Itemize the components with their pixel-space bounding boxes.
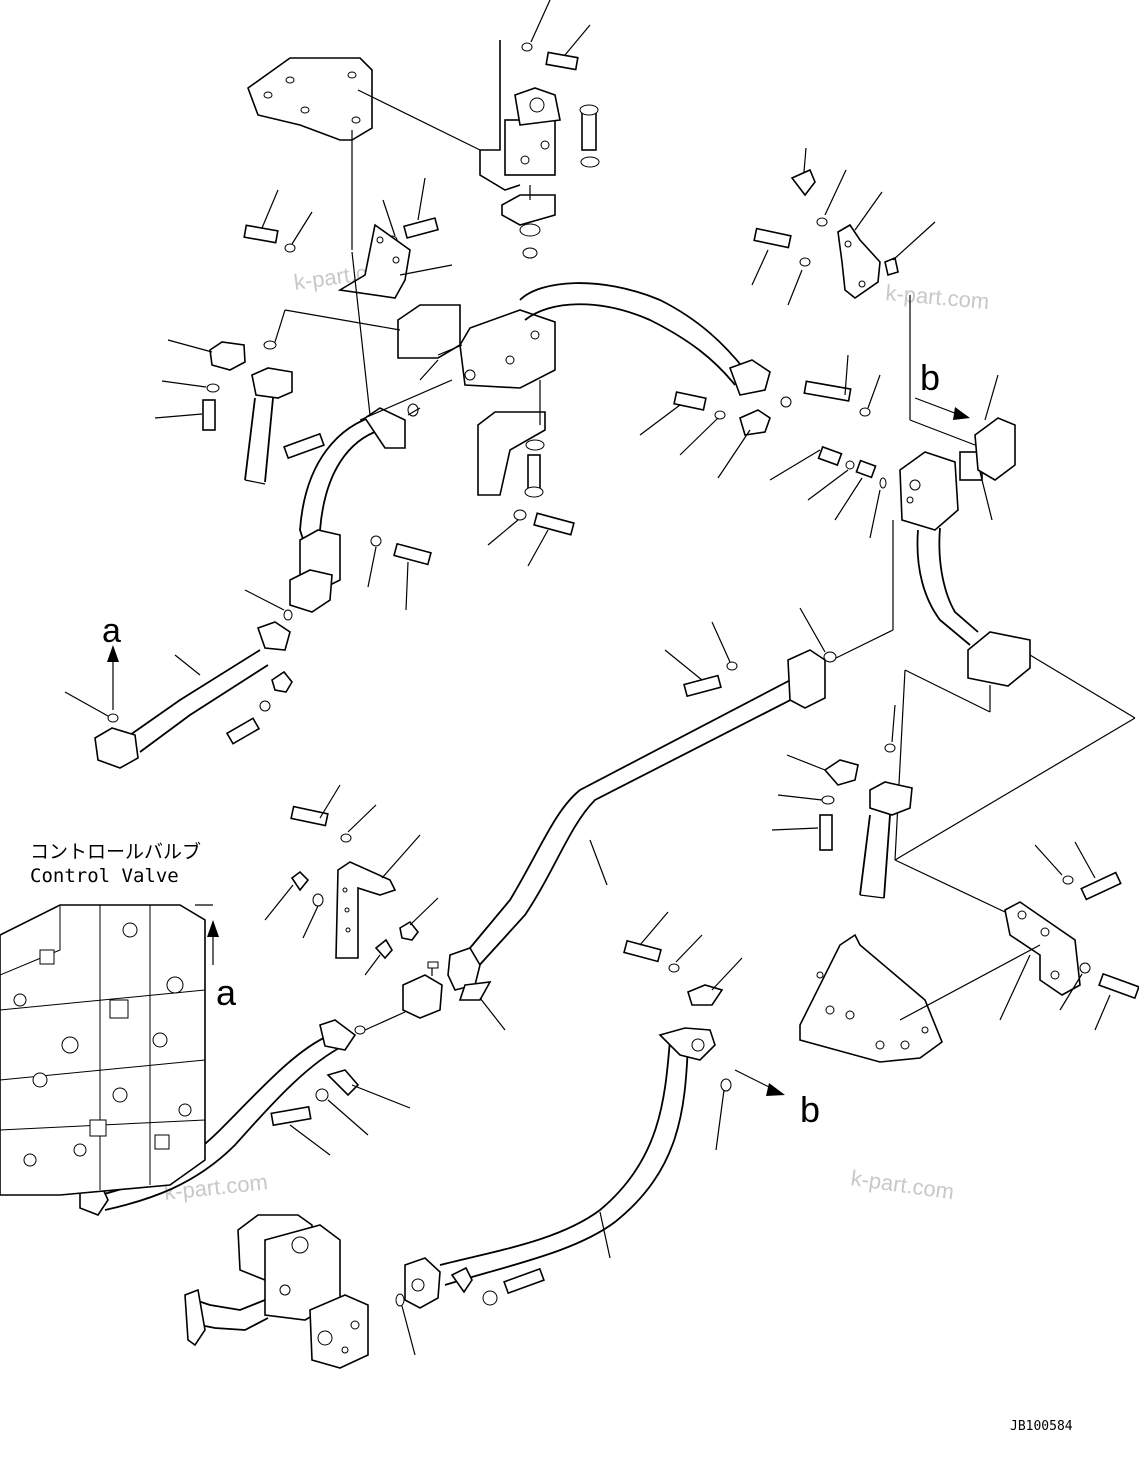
- long-center-pipe: [459, 520, 894, 971]
- right-manifold: [769, 295, 1016, 539]
- pipe-clamp: [354, 947, 506, 1035]
- manifold-support-bracket: [477, 380, 546, 498]
- upper-valve-block: [479, 40, 561, 237]
- ref-arrow-b-top: b: [914, 357, 970, 420]
- clip-bracket-left: [337, 223, 453, 299]
- upper-hose-right: [519, 282, 771, 396]
- upper-left-bracket: [247, 57, 481, 250]
- watermark-top-right: k-part.com: [885, 280, 991, 314]
- oring-b: [522, 247, 538, 259]
- oring-a: [263, 340, 277, 350]
- mid-left-hose-loop: [244, 251, 453, 621]
- watermark-bottom-right: k-part.com: [849, 1165, 955, 1204]
- right-descending-hose: [894, 527, 1136, 861]
- left-lower-hose: [94, 621, 293, 769]
- ref-arrow-a-valve: a: [195, 904, 237, 1013]
- bottom-valve-block: [184, 1214, 369, 1369]
- ref-label-a-valve: a: [216, 972, 237, 1013]
- center-lower-bolt: [487, 509, 575, 567]
- lower-right-plate: [894, 841, 1139, 1031]
- control-valve-assembly: [0, 904, 206, 1196]
- lower-return-hose: [395, 1027, 732, 1356]
- drawing-number: JB100584: [1010, 1419, 1073, 1434]
- right-center-fasteners: [623, 911, 743, 1006]
- ref-arrow-b-bottom: b: [734, 1069, 820, 1130]
- right-hose-stub: [771, 704, 913, 899]
- top-bolt: [521, 0, 591, 71]
- middle-bracket: [264, 784, 439, 976]
- center-manifold: [397, 304, 556, 389]
- ref-label-a-top: a: [102, 612, 121, 650]
- ref-label-b-bottom: b: [800, 1089, 820, 1130]
- lower-right-bracket: [799, 933, 943, 1063]
- control-valve-label-jp: コントロールバルブ: [30, 840, 201, 863]
- left-hose-upper: [154, 339, 293, 485]
- ref-label-b-top: b: [920, 357, 940, 398]
- top-right-bracket: [751, 147, 936, 306]
- control-valve-hose: [79, 1019, 411, 1216]
- ref-arrow-a-top: a: [64, 612, 121, 723]
- control-valve-label-en: Control Valve: [30, 865, 179, 887]
- vertical-bolt-upper: [579, 104, 600, 168]
- clamp-mid-right: [639, 354, 881, 479]
- left-bolt-pair: [243, 177, 439, 253]
